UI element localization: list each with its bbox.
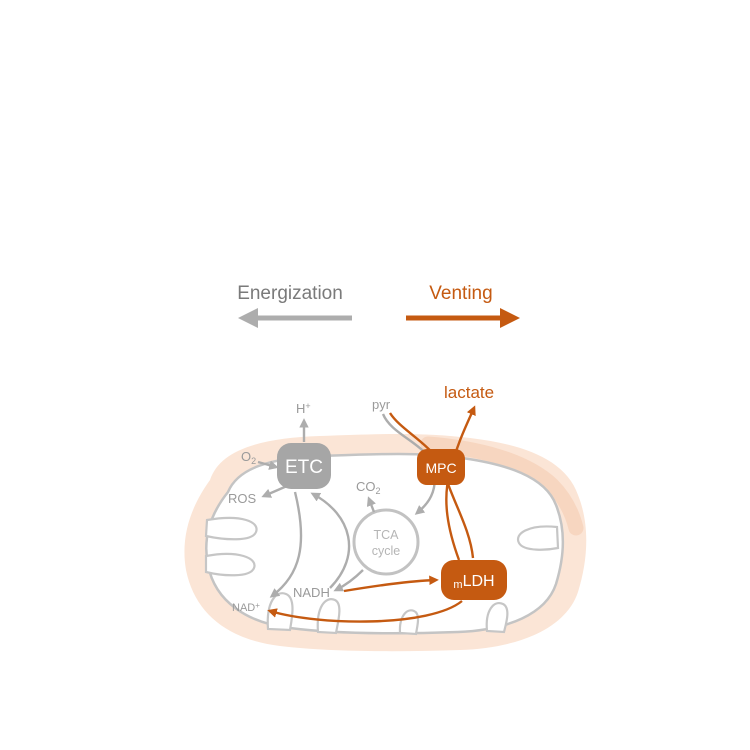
lactate-label: lactate xyxy=(444,383,494,402)
legend-venting-label: Venting xyxy=(429,283,492,304)
etc-label: ETC xyxy=(285,457,323,478)
nadh-to-etc-arrow xyxy=(310,492,351,589)
mldh-label-base: LDH xyxy=(463,573,495,590)
oxygen-to-etc-arrow xyxy=(257,460,279,470)
crista xyxy=(316,598,341,635)
crista xyxy=(204,516,258,541)
oxygen-label: O2 xyxy=(241,449,256,466)
tca-cycle: TCA cycle xyxy=(352,508,420,576)
co2-label-base: CO xyxy=(356,479,376,494)
mldh-to-nad-arrow xyxy=(267,600,463,623)
mpc-label: MPC xyxy=(425,460,456,476)
nodes: ETC MPC mLDH xyxy=(277,443,507,600)
proton-label-superscript: + xyxy=(305,401,310,411)
etc-to-nad-arrow xyxy=(269,491,303,598)
nadh-to-mldh-arrow xyxy=(343,575,439,593)
proton-label-base: H xyxy=(296,401,305,416)
nad-label: NAD+ xyxy=(232,601,260,614)
mldh-label-subscript: m xyxy=(453,579,462,591)
oxygen-label-subscript: 2 xyxy=(251,456,256,466)
co2-label: CO2 xyxy=(356,479,381,496)
tca-cycle-circle xyxy=(352,508,420,576)
crista xyxy=(516,525,560,551)
metabolite-labels: lactate pyr H+ O2 ROS CO2 NADH NAD+ xyxy=(228,383,494,614)
etc-to-ros-arrow xyxy=(261,484,288,498)
tca-label-line2: cycle xyxy=(372,544,401,558)
mldh-label: mLDH xyxy=(453,573,494,591)
nadh-label: NADH xyxy=(293,585,330,600)
crista xyxy=(485,602,509,634)
nad-label-superscript: + xyxy=(255,601,260,610)
crista xyxy=(204,552,256,577)
oxygen-label-base: O xyxy=(241,449,251,464)
tca-label-line1: TCA xyxy=(374,528,400,542)
co2-label-subscript: 2 xyxy=(376,486,381,496)
legend-energization-label: Energization xyxy=(237,283,343,304)
nad-label-base: NAD xyxy=(232,602,255,614)
proton-label: H+ xyxy=(296,401,311,416)
mpc-node xyxy=(417,449,465,485)
etc-node xyxy=(277,443,331,489)
ros-label: ROS xyxy=(228,491,257,506)
mldh-node xyxy=(441,560,507,600)
legend: Energization Venting xyxy=(237,283,520,328)
pyruvate-label: pyr xyxy=(372,397,391,412)
venting-membrane-highlight xyxy=(420,436,584,536)
crista xyxy=(266,592,294,632)
tca-to-co2-arrow xyxy=(366,496,376,513)
tca-to-nadh-arrow xyxy=(333,569,364,592)
